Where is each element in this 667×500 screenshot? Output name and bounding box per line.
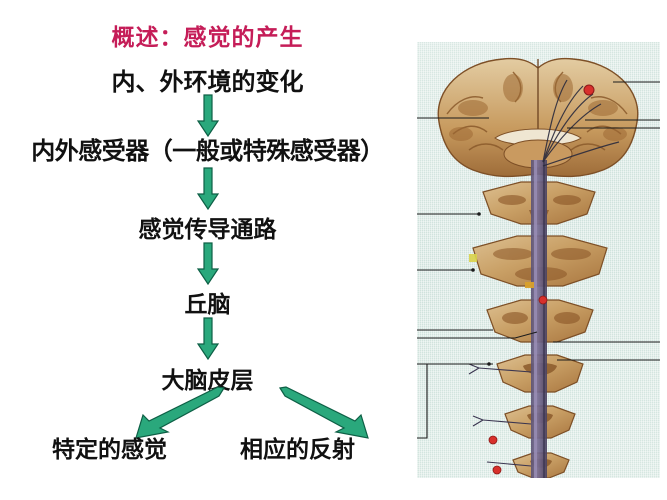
arrow-down-3 bbox=[193, 242, 223, 286]
flow-outcome-corresponding-reflex: 相应的反射 bbox=[240, 437, 355, 462]
arrow-down-left bbox=[130, 386, 226, 440]
arrow-down-4 bbox=[193, 317, 223, 361]
dorsal-root-ganglia bbox=[468, 282, 548, 475]
arrow-down-1 bbox=[193, 94, 223, 138]
flow-outcome-specific-sensation: 特定的感觉 bbox=[52, 437, 167, 462]
leader-line-dots bbox=[471, 212, 491, 366]
arrow-down-2 bbox=[193, 167, 223, 211]
anatomy-figure-panel bbox=[417, 42, 660, 478]
flow-step-thalamus: 丘脑 bbox=[184, 292, 231, 317]
page-title: 概述：感觉的产生 bbox=[111, 25, 304, 50]
label-leader-lines bbox=[417, 81, 660, 439]
ascending-tract-column bbox=[531, 79, 620, 478]
flow-step-environmental-change: 内、外环境的变化 bbox=[111, 70, 304, 96]
flow-step-cerebral-cortex: 大脑皮层 bbox=[161, 368, 254, 393]
sensory-flowchart: 概述：感觉的产生 内、外环境的变化 内外感受器（一般或特殊感受器） 感觉传导通路… bbox=[31, 25, 384, 462]
flow-step-receptors: 内外感受器（一般或特殊感受器） bbox=[31, 139, 384, 165]
brain-spinal-cord-diagram bbox=[417, 57, 660, 478]
arrow-down-right bbox=[276, 386, 376, 440]
flow-step-sensory-pathway: 感觉传导通路 bbox=[138, 217, 277, 242]
